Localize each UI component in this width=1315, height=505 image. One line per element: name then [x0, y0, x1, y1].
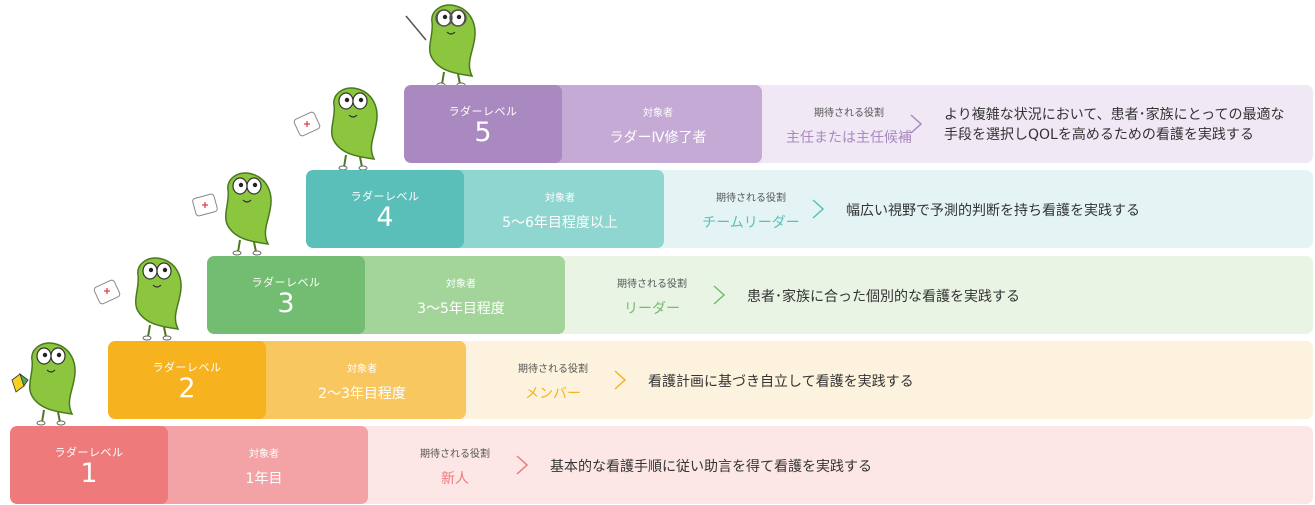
level-label: ラダーレベル	[54, 446, 124, 459]
role-value: リーダー	[624, 301, 680, 317]
description-line-1: より複雑な状況において、患者･家族にとっての最適な	[944, 107, 1285, 123]
target-cell: 対象者 ラダーⅣ修了者	[554, 85, 762, 163]
role-cell: 期待される役割 リーダー	[577, 256, 727, 334]
role-label: 期待される役割	[617, 279, 687, 290]
level-number: 3	[277, 288, 295, 319]
target-cell: 対象者 2〜3年目程度	[258, 341, 466, 419]
role-label: 期待される役割	[420, 449, 490, 460]
level-number: 2	[178, 373, 196, 404]
mascot-level-2-icon	[93, 256, 183, 341]
chevron-right-icon	[614, 370, 627, 390]
level-number: 5	[474, 117, 492, 148]
level-number: 1	[80, 458, 98, 489]
role-cell: 期待される役割 メンバー	[478, 341, 628, 419]
role-value: 主任または主任候補	[786, 130, 912, 146]
mascot-level-1-icon	[11, 341, 77, 426]
chevron-right-icon	[812, 199, 825, 219]
ladder-row-level-4: ラダーレベル 4 対象者 5〜6年目程度以上 期待される役割 チームリーダー 幅…	[306, 170, 1313, 248]
role-cell: 期待される役割 主任または主任候補	[774, 85, 924, 163]
role-description: 看護計画に基づき自立して看護を実践する	[648, 374, 914, 390]
level-label: ラダーレベル	[251, 276, 321, 289]
chevron-right-icon	[910, 114, 923, 134]
role-description: 幅広い視野で予測的判断を持ち看護を実践する	[846, 203, 1140, 219]
role-value: メンバー	[525, 386, 581, 402]
level-badge: ラダーレベル 4	[306, 170, 464, 248]
mascot-level-3-icon	[192, 171, 273, 256]
role-description: 患者･家族に合った個別的な看護を実践する	[747, 289, 1020, 305]
target-cell: 対象者 1年目	[160, 426, 368, 504]
role-label: 期待される役割	[814, 108, 884, 119]
ladder-row-level-1: ラダーレベル 1 対象者 1年目 期待される役割 新人 基本的な看護手順に従い助…	[10, 426, 1313, 504]
target-value: 5〜6年目程度以上	[502, 215, 618, 231]
level-badge: ラダーレベル 3	[207, 256, 365, 334]
chevron-right-icon	[713, 285, 726, 305]
role-description: より複雑な状況において、患者･家族にとっての最適な 手段を選択しQOLを高めるた…	[944, 105, 1284, 145]
mascot-level-5-icon	[405, 3, 477, 88]
target-label: 対象者	[545, 193, 575, 204]
target-cell: 対象者 3〜5年目程度	[357, 256, 565, 334]
target-value: 1年目	[245, 471, 283, 487]
level-label: ラダーレベル	[152, 361, 222, 374]
target-label: 対象者	[446, 279, 476, 290]
target-label: 対象者	[347, 364, 377, 375]
target-cell: 対象者 5〜6年目程度以上	[456, 170, 664, 248]
ladder-row-level-5: ラダーレベル 5 対象者 ラダーⅣ修了者 期待される役割 主任または主任候補 よ…	[404, 85, 1313, 163]
mascot-level-4-icon	[293, 86, 379, 171]
role-value: チームリーダー	[702, 215, 800, 231]
role-cell: 期待される役割 新人	[380, 426, 530, 504]
ladder-row-level-2: ラダーレベル 2 対象者 2〜3年目程度 期待される役割 メンバー 看護計画に基…	[108, 341, 1313, 419]
target-value: 2〜3年目程度	[318, 386, 406, 402]
role-label: 期待される役割	[716, 193, 786, 204]
level-label: ラダーレベル	[448, 105, 518, 118]
level-badge: ラダーレベル 1	[10, 426, 168, 504]
role-label: 期待される役割	[518, 364, 588, 375]
role-value: 新人	[441, 471, 469, 487]
level-number: 4	[376, 202, 394, 233]
role-description: 基本的な看護手順に従い助言を得て看護を実践する	[550, 459, 872, 475]
level-label: ラダーレベル	[350, 190, 420, 203]
ladder-row-level-3: ラダーレベル 3 対象者 3〜5年目程度 期待される役割 リーダー 患者･家族に…	[207, 256, 1313, 334]
target-label: 対象者	[249, 449, 279, 460]
target-label: 対象者	[643, 108, 673, 119]
level-badge: ラダーレベル 2	[108, 341, 266, 419]
description-line-2: 手段を選択しQOLを高めるための看護を実践する	[944, 127, 1254, 143]
target-value: ラダーⅣ修了者	[609, 130, 707, 146]
target-value: 3〜5年目程度	[417, 301, 505, 317]
role-cell: 期待される役割 チームリーダー	[676, 170, 826, 248]
level-badge: ラダーレベル 5	[404, 85, 562, 163]
chevron-right-icon	[516, 455, 529, 475]
